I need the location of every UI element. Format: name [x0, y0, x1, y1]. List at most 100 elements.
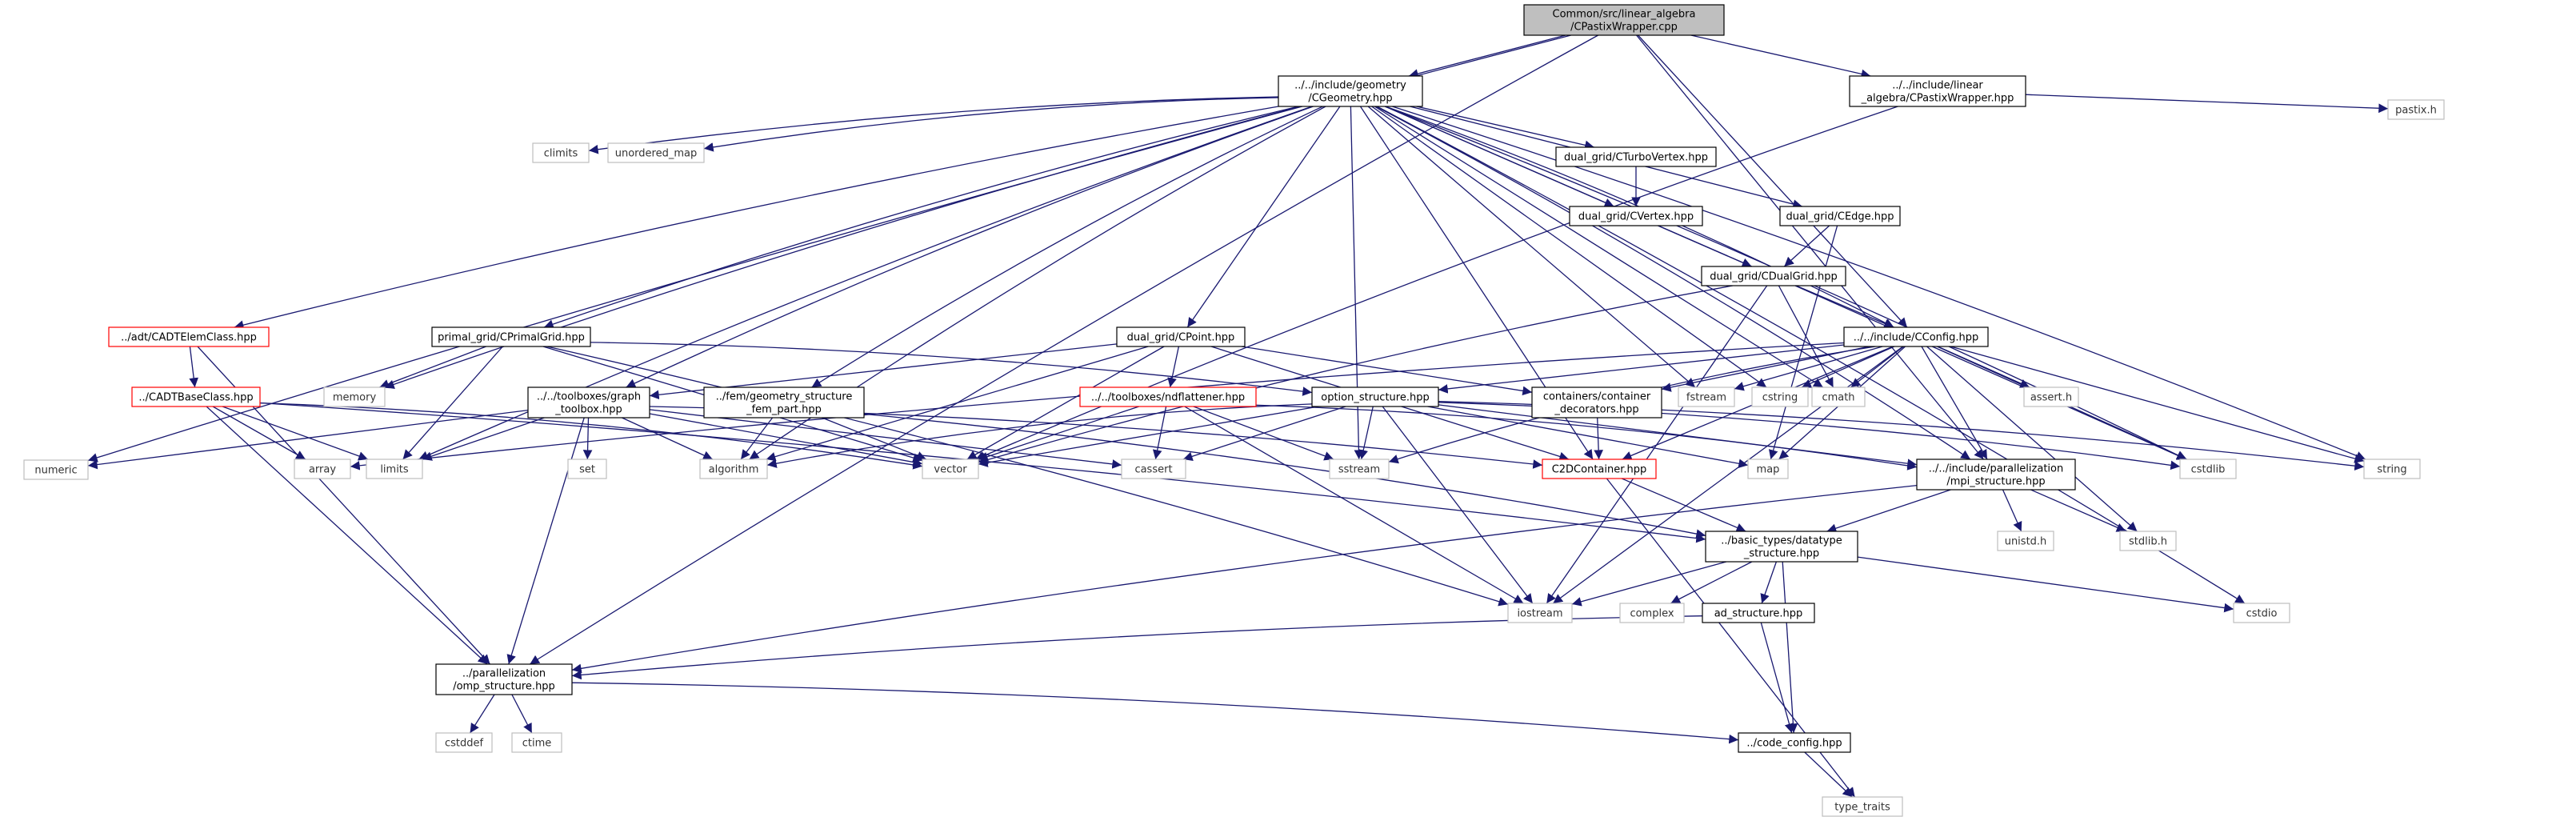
node-algorithm-box	[699, 459, 768, 479]
edge-adstruct-to-codeconfig	[1760, 622, 1794, 734]
node-ompstruct-label: /omp_structure.hpp	[453, 681, 555, 693]
node-containerdec[interactable]: containers/container_decorators.hpp	[1531, 386, 1662, 419]
edge-c2dcontainer-to-datatype	[1621, 478, 1746, 532]
node-set-box	[567, 459, 607, 479]
node-femgeom-label: ../fem/geometry_structure	[716, 391, 853, 403]
node-numeric: numeric	[23, 459, 89, 480]
node-complex-label: complex	[1630, 608, 1674, 620]
node-c2dcontainer-box[interactable]	[1542, 459, 1657, 479]
node-cturbovertex-box[interactable]	[1555, 146, 1717, 167]
edge-cgeometry-to-cstring	[1371, 106, 1767, 388]
node-unistdh: unistd.h	[1997, 531, 2054, 551]
node-sstream-box	[1329, 459, 1390, 479]
node-cprimalgrid[interactable]: primal_grid/CPrimalGrid.hpp	[431, 326, 591, 347]
node-ndflattener[interactable]: ../../toolboxes/ndflattener.hpp	[1079, 386, 1257, 407]
node-mpistruct-box[interactable]	[1916, 459, 2076, 491]
node-sstream: sstream	[1329, 459, 1390, 479]
node-cstddef-label: cstddef	[445, 738, 484, 750]
edge-ompstruct-to-ctime	[511, 694, 533, 734]
node-adstruct-box[interactable]	[1702, 603, 1815, 623]
node-ctime-box	[511, 732, 562, 753]
node-cvertex-box[interactable]	[1569, 206, 1703, 226]
edge-mpistruct-to-stdlibh	[2030, 489, 2126, 532]
node-c2dcontainer[interactable]: C2DContainer.hpp	[1542, 459, 1657, 479]
node-cadtbase-label: ../CADTBaseClass.hpp	[138, 392, 253, 404]
node-stdlibh-label: stdlib.h	[2129, 536, 2167, 548]
edge-graphtoolbox-to-algorithm	[622, 417, 714, 460]
node-cstddef-box	[435, 732, 493, 753]
node-cadtelem-box[interactable]	[108, 326, 270, 347]
node-graphtoolbox-label: ../../toolboxes/graph	[537, 391, 641, 403]
node-cadtbase[interactable]: ../CADTBaseClass.hpp	[131, 386, 261, 407]
node-ompstruct[interactable]: ../parallelization/omp_structure.hpp	[435, 663, 573, 695]
node-mpistruct[interactable]: ../../include/parallelization/mpi_struct…	[1916, 459, 2076, 491]
edge-femgeom-to-algorithm	[740, 417, 774, 460]
node-cgeometry[interactable]: ../../include/geometry/CGeometry.hpp	[1278, 75, 1423, 107]
node-cstdio-box	[2233, 603, 2290, 623]
edge-cgeometry-to-fstream	[1367, 106, 1696, 388]
node-optionstruct-box[interactable]	[1311, 386, 1439, 407]
node-unistdh-label: unistd.h	[2005, 536, 2047, 548]
node-cadtbase-box[interactable]	[131, 386, 261, 407]
node-cmath-label: cmath	[1822, 392, 1854, 404]
node-ndflattener-box[interactable]	[1079, 386, 1257, 407]
node-graphtoolbox-box[interactable]	[527, 386, 650, 419]
edge-cconfig-to-fstream	[1734, 346, 1883, 391]
node-codeconfig-box[interactable]	[1738, 732, 1851, 753]
node-ompstruct-box[interactable]	[435, 663, 573, 695]
node-cdualgrid[interactable]: dual_grid/CDualGrid.hpp	[1701, 266, 1846, 286]
edge-cconfig-to-mpistruct	[1921, 346, 1988, 460]
node-typetraits: type_traits	[1822, 796, 1903, 817]
node-cconfig-box[interactable]	[1843, 326, 1989, 347]
node-containerdec-box[interactable]	[1531, 386, 1662, 419]
node-cpastixhpp-box[interactable]	[1849, 75, 2026, 107]
node-c2dcontainer-label: C2DContainer.hpp	[1552, 464, 1647, 476]
node-adstruct[interactable]: ad_structure.hpp	[1702, 603, 1815, 623]
edge-mpistruct-to-unistdh	[2002, 489, 2022, 532]
node-cdualgrid-box[interactable]	[1701, 266, 1846, 286]
node-cgeometry-box[interactable]	[1278, 75, 1423, 107]
edge-cgeometry-to-sstream	[1350, 106, 1364, 460]
node-cedge[interactable]: dual_grid/CEdge.hpp	[1779, 206, 1901, 226]
node-graphtoolbox[interactable]: ../../toolboxes/graph_toolbox.hpp	[527, 386, 650, 419]
node-optionstruct[interactable]: option_structure.hpp	[1311, 386, 1439, 407]
node-root-label: /CPastixWrapper.cpp	[1570, 22, 1678, 34]
node-cturbovertex[interactable]: dual_grid/CTurboVertex.hpp	[1555, 146, 1717, 167]
node-fstream-label: fstream	[1686, 392, 1726, 404]
node-cprimalgrid-box[interactable]	[431, 326, 591, 347]
node-cadtelem[interactable]: ../adt/CADTElemClass.hpp	[108, 326, 270, 347]
node-codeconfig[interactable]: ../code_config.hpp	[1738, 732, 1851, 753]
node-limits-box	[366, 459, 423, 479]
edge-cvertex-to-cdualgrid	[1658, 225, 1752, 267]
node-set: set	[567, 459, 607, 479]
node-map-box	[1747, 459, 1789, 479]
edge-cgeometry-to-cturbovertex	[1416, 106, 1594, 150]
edge-ndflattener-to-mpistruct	[1255, 404, 1918, 471]
edge-datatype-to-codeconfig	[1782, 561, 1798, 734]
node-cedge-box[interactable]	[1779, 206, 1901, 226]
node-cvertex[interactable]: dual_grid/CVertex.hpp	[1569, 206, 1703, 226]
edge-cadtbase-to-limits	[222, 406, 369, 461]
edge-cpastixhpp-to-pastix	[2025, 94, 2389, 114]
edge-optionstruct-to-vector	[978, 406, 1319, 467]
node-ctime: ctime	[511, 732, 562, 753]
node-ompstruct-label: ../parallelization	[462, 668, 546, 680]
edge-optionstruct-to-iostream	[1382, 406, 1534, 604]
node-asserth: assert.h	[2023, 386, 2079, 407]
node-cpoint-box[interactable]	[1116, 326, 1246, 347]
node-pastix-label: pastix.h	[2395, 105, 2437, 117]
node-iostream-label: iostream	[1517, 608, 1562, 620]
edge-optionstruct-to-algorithm	[766, 403, 1313, 468]
edge-cedge-to-map	[1768, 225, 1838, 460]
node-datatype-box[interactable]	[1705, 531, 1858, 563]
node-cstdio-label: cstdio	[2246, 608, 2278, 620]
node-cpastixhpp[interactable]: ../../include/linear_algebra/CPastixWrap…	[1849, 75, 2026, 107]
node-datatype[interactable]: ../basic_types/datatype_structure.hpp	[1705, 531, 1858, 563]
node-cpoint[interactable]: dual_grid/CPoint.hpp	[1116, 326, 1246, 347]
node-femgeom[interactable]: ../fem/geometry_structure_fem_part.hpp	[703, 386, 865, 419]
node-cconfig[interactable]: ../../include/CConfig.hpp	[1843, 326, 1989, 347]
edge-datatype-to-adstruct	[1760, 561, 1778, 604]
node-femgeom-box[interactable]	[703, 386, 865, 419]
